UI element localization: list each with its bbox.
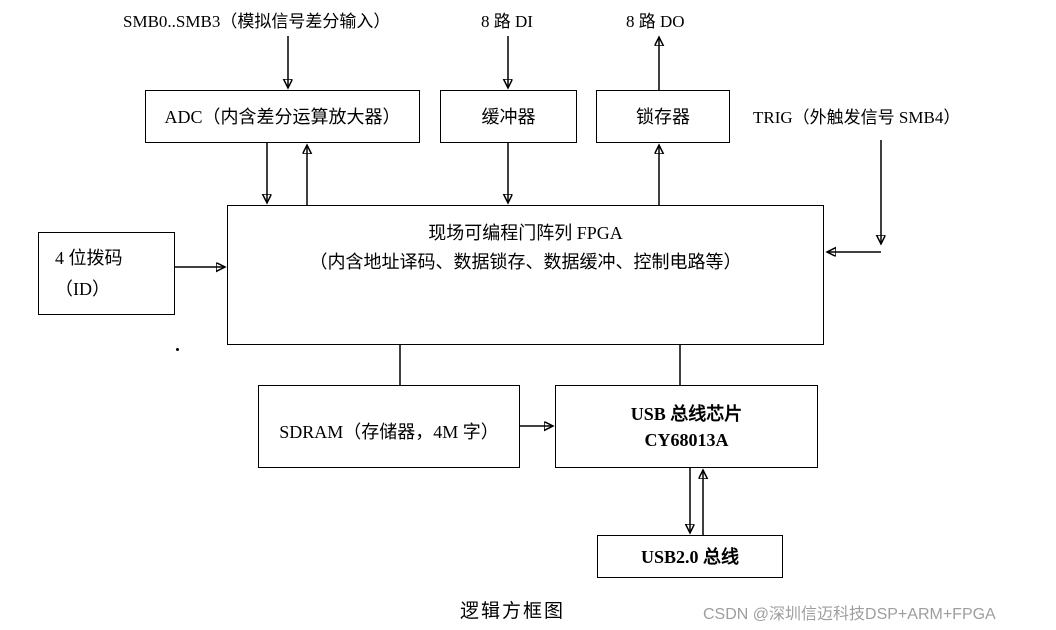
box-latch: 锁存器 <box>596 90 730 143</box>
box-adc-label: ADC（内含差分运算放大器） <box>164 106 401 127</box>
box-buffer: 缓冲器 <box>440 90 577 143</box>
box-latch-label: 锁存器 <box>636 106 690 127</box>
box-fpga: 现场可编程门阵列 FPGA （内含地址译码、数据锁存、数据缓冲、控制电路等） <box>227 205 824 345</box>
box-id-line1: 4 位拨码 <box>55 247 123 268</box>
box-buffer-label: 缓冲器 <box>481 106 536 127</box>
box-id-line2: （ID） <box>55 278 110 299</box>
box-sdram-label: SDRAM（存储器，4M 字） <box>279 421 499 442</box>
stray-dot <box>176 348 179 351</box>
box-fpga-subtitle: （内含地址译码、数据锁存、数据缓冲、控制电路等） <box>309 252 742 272</box>
label-smb-analog-input: SMB0..SMB3（模拟信号差分输入） <box>123 12 391 31</box>
diagram-caption: 逻辑方框图 <box>460 601 566 622</box>
box-adc: ADC（内含差分运算放大器） <box>145 90 420 143</box>
box-dip-switch-id: 4 位拨码 （ID） <box>38 232 175 315</box>
label-8ch-di: 8 路 DI <box>481 12 533 31</box>
box-usb-chip-line1: USB 总线芯片 <box>630 403 743 424</box>
watermark-text: CSDN @深圳信迈科技DSP+ARM+FPGA <box>703 606 996 623</box>
label-trig-external: TRIG（外触发信号 SMB4） <box>753 108 961 127</box>
box-usb2-bus: USB2.0 总线 <box>597 535 783 578</box>
box-sdram: SDRAM（存储器，4M 字） <box>258 385 520 468</box>
box-usb2-bus-label: USB2.0 总线 <box>640 546 739 567</box>
box-usb-chip-line2: CY68013A <box>644 429 729 450</box>
label-8ch-do: 8 路 DO <box>626 12 685 31</box>
box-fpga-title: 现场可编程门阵列 FPGA <box>428 223 623 243</box>
box-usb-chip: USB 总线芯片 CY68013A <box>555 385 818 468</box>
